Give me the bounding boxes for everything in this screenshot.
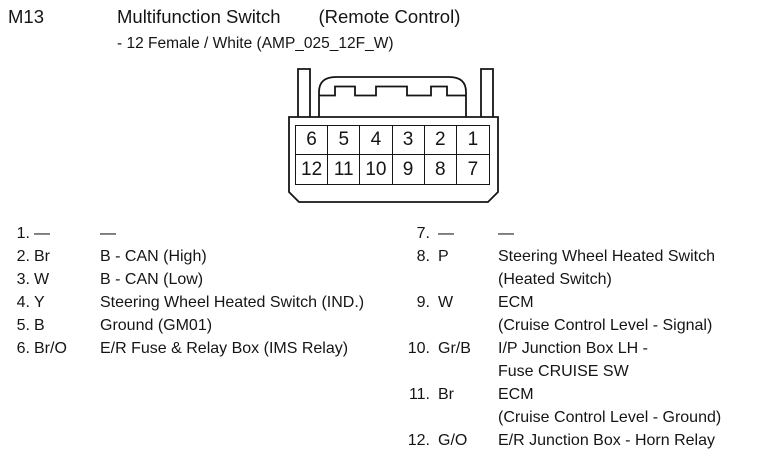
pin-number: 10. <box>407 340 430 357</box>
connector-title: Multifunction Switch <box>117 6 281 27</box>
pin-row-6: 6. Br/O E/R Fuse & Relay Box (IMS Relay) <box>8 337 400 360</box>
pin-row-8: 8. P Steering Wheel Heated Switch (Heate… <box>398 245 758 291</box>
connector-subtitle: - 12 Female / White (AMP_025_12F_W) <box>117 35 394 52</box>
pin-description: ECM (Cruise Control Level - Ground) <box>498 386 722 426</box>
pin-row-11: 11. Br ECM (Cruise Control Level - Groun… <box>398 383 758 429</box>
pin-number: 12. <box>407 432 430 449</box>
pin-wire-color: W <box>438 294 454 311</box>
pin-row-10: 10. Gr/B I/P Junction Box LH - Fuse CRUI… <box>398 337 758 383</box>
pin-number: 11. <box>408 386 430 403</box>
pin-cavity-11: 11 <box>328 155 361 184</box>
pin-wire-color: — <box>34 225 50 242</box>
pin-cavity-8: 8 <box>425 155 457 184</box>
pin-description: E/R Fuse & Relay Box (IMS Relay) <box>100 340 349 357</box>
pin-cavity-3: 3 <box>392 126 425 155</box>
pin-number: 9. <box>416 294 430 311</box>
pin-number: 7. <box>416 225 430 242</box>
pin-number: 2. <box>16 248 30 265</box>
pin-cavity-6: 6 <box>296 126 329 155</box>
pin-wire-color: B <box>34 317 45 334</box>
pin-row-3: 3. W B - CAN (Low) <box>8 268 400 291</box>
pin-number: 3. <box>16 271 30 288</box>
pin-list-left: 1. — — 2. Br B - CAN (High) 3. W B - CAN… <box>8 222 400 360</box>
pin-cavity-4: 4 <box>360 126 393 155</box>
pin-description: Steering Wheel Heated Switch (IND.) <box>100 294 365 311</box>
pin-wire-color: P <box>438 248 449 265</box>
pin-number: 8. <box>416 248 430 265</box>
pin-wire-color: W <box>34 271 50 288</box>
pin-row-4: 4. Y Steering Wheel Heated Switch (IND.) <box>8 291 400 314</box>
pin-wire-color: Br <box>34 248 50 265</box>
pin-row-7: 7. — — <box>398 222 758 245</box>
connector-diagram: 6 5 4 3 2 1 12 11 10 9 8 7 <box>285 62 505 207</box>
pin-cavity-10: 10 <box>360 155 393 184</box>
pin-row-5: 5. B Ground (GM01) <box>8 314 400 337</box>
pin-description: I/P Junction Box LH - Fuse CRUISE SW <box>498 340 648 380</box>
page-title: Multifunction Switch (Remote Control) <box>117 6 460 28</box>
pin-number: 4. <box>16 294 30 311</box>
pin-description: — <box>100 225 116 242</box>
pin-row-1: 1. — — <box>8 222 400 245</box>
pin-cavity-9: 9 <box>393 155 425 184</box>
connector-code: M13 <box>8 6 44 27</box>
pin-cavity-1: 1 <box>456 126 489 155</box>
pin-wire-color: G/O <box>438 432 468 449</box>
pin-cavity-5: 5 <box>328 126 361 155</box>
connector-title-suffix: (Remote Control) <box>318 6 461 27</box>
pin-row-2: 2. Br B - CAN (High) <box>8 245 400 268</box>
pin-description: Steering Wheel Heated Switch (Heated Swi… <box>498 248 715 288</box>
pin-cavity-7: 7 <box>467 158 479 180</box>
pin-description: E/R Junction Box - Horn Relay <box>498 432 715 449</box>
pin-description: B - CAN (Low) <box>100 271 204 288</box>
pin-wire-color: Br/O <box>34 340 67 357</box>
pin-description: Ground (GM01) <box>100 317 213 334</box>
pin-row-12: 12. G/O E/R Junction Box - Horn Relay <box>398 429 758 452</box>
pin-number: 6. <box>16 340 30 357</box>
pin-wire-color: Y <box>34 294 45 311</box>
pin-number: 1. <box>16 225 30 242</box>
pin-description: ECM (Cruise Control Level - Signal) <box>498 294 713 334</box>
pin-row-9: 9. W ECM (Cruise Control Level - Signal) <box>398 291 758 337</box>
pin-cavity-12: 12 <box>296 155 329 184</box>
pin-wire-color: Br <box>438 386 454 403</box>
pin-wire-color: — <box>438 225 454 242</box>
pin-description: B - CAN (High) <box>100 248 207 265</box>
pin-wire-color: Gr/B <box>438 340 471 357</box>
pin-description: — <box>498 225 514 242</box>
pin-number: 5. <box>16 317 30 334</box>
pin-list-right: 7. — — 8. P Steering Wheel Heated Switch… <box>398 222 758 452</box>
pin-cavity-grid: 6 5 4 3 2 1 12 11 10 9 8 7 <box>295 125 490 185</box>
pin-cavity-2: 2 <box>424 126 457 155</box>
